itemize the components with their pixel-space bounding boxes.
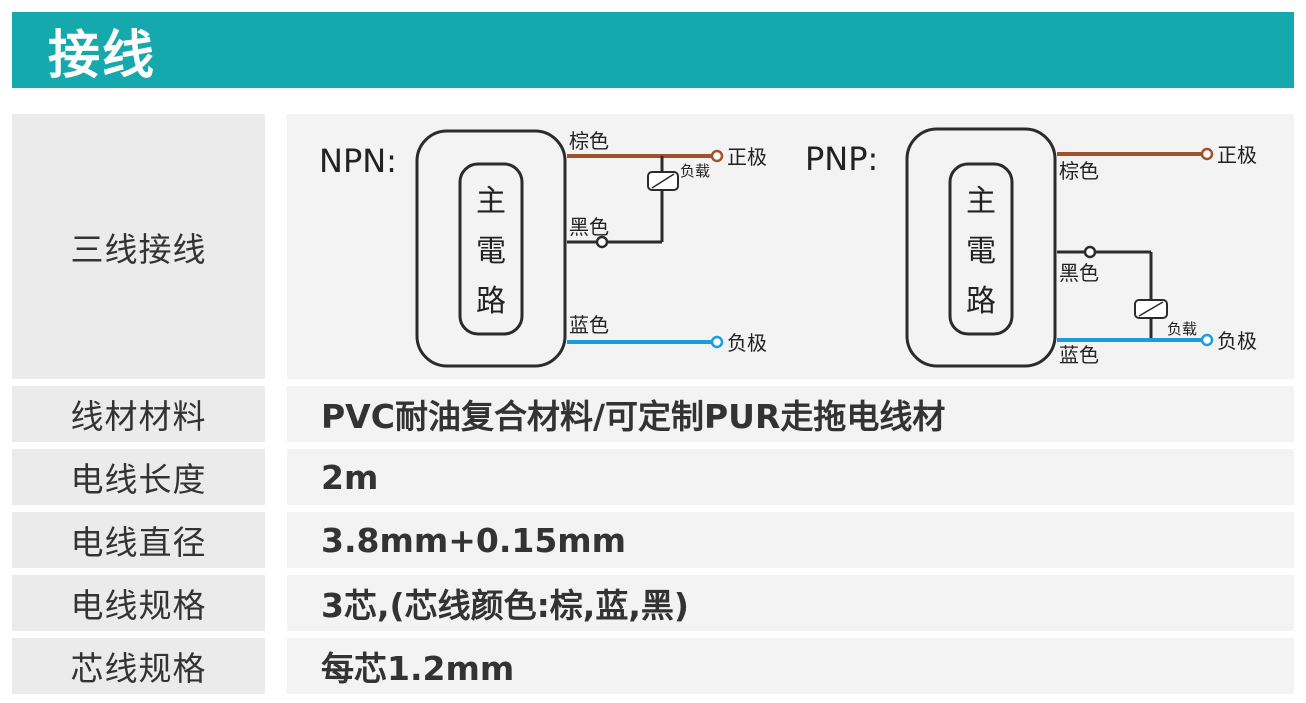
npn-load-label: 负载 bbox=[680, 162, 710, 180]
pnp-black-label: 黑色 bbox=[1059, 261, 1099, 285]
spec-value-diameter: 3.8mm+0.15mm bbox=[287, 512, 1294, 568]
npn-label: NPN: bbox=[319, 142, 397, 180]
header-bar: 接线 bbox=[12, 12, 1294, 88]
npn-negative-label: 负极 bbox=[727, 331, 767, 355]
pnp-circuit-char: 路 bbox=[966, 284, 996, 319]
spec-value-core-spec: 每芯1.2mm bbox=[287, 638, 1294, 694]
spec-label-wire-spec: 电线规格 bbox=[12, 575, 265, 631]
spec-value-length: 2m bbox=[287, 449, 1294, 505]
spec-label-length: 电线长度 bbox=[12, 449, 265, 505]
wiring-diagram-svg: NPN: 主 電 路 棕色 正极 负载 黑色 蓝色 负 bbox=[319, 127, 1257, 368]
spec-label-diameter: 电线直径 bbox=[12, 512, 265, 568]
wiring-label: 三线接线 bbox=[12, 114, 265, 379]
pnp-black-terminal bbox=[1083, 245, 1097, 259]
npn-circuit-char: 路 bbox=[476, 284, 506, 319]
npn-circuit-char: 電 bbox=[476, 234, 506, 269]
pnp-brown-label: 棕色 bbox=[1059, 159, 1099, 183]
page-title: 接线 bbox=[48, 25, 157, 86]
pnp-blue-label: 蓝色 bbox=[1059, 343, 1099, 367]
pnp-negative-terminal bbox=[1200, 333, 1214, 347]
npn-positive-terminal bbox=[710, 149, 724, 163]
pnp-circuit-char: 電 bbox=[966, 234, 996, 269]
npn-main-box bbox=[415, 129, 567, 368]
npn-circuit-char: 主 bbox=[476, 184, 506, 219]
spec-value-wire-spec: 3芯,(芯线颜色:棕,蓝,黑) bbox=[287, 575, 1294, 631]
npn-inner-box bbox=[458, 162, 524, 336]
npn-brown-label: 棕色 bbox=[569, 129, 609, 153]
pnp-positive-label: 正极 bbox=[1217, 143, 1257, 167]
pnp-circuit-char: 主 bbox=[966, 184, 996, 219]
wiring-diagram: NPN: 主 電 路 棕色 正极 负载 黑色 蓝色 负 bbox=[287, 114, 1294, 379]
spec-label-material: 线材材料 bbox=[12, 386, 265, 442]
npn-load-symbol bbox=[651, 173, 675, 189]
pnp-positive-terminal bbox=[1200, 147, 1214, 161]
pnp-load-label: 负载 bbox=[1167, 320, 1197, 338]
pnp-inner-box bbox=[948, 162, 1014, 336]
pnp-label: PNP: bbox=[805, 140, 878, 178]
spec-label-core-spec: 芯线规格 bbox=[12, 638, 265, 694]
npn-blue-label: 蓝色 bbox=[569, 313, 609, 337]
npn-negative-terminal bbox=[710, 335, 724, 349]
pnp-load-symbol bbox=[1138, 301, 1164, 317]
pnp-diagram: PNP: 主 電 路 棕色 正极 黑色 负载 蓝色 负 bbox=[805, 127, 1257, 368]
npn-diagram: NPN: 主 電 路 棕色 正极 负载 黑色 蓝色 负 bbox=[319, 129, 767, 368]
pnp-main-box bbox=[905, 127, 1057, 368]
pnp-negative-label: 负极 bbox=[1217, 329, 1257, 353]
npn-positive-label: 正极 bbox=[727, 145, 767, 169]
npn-black-label: 黑色 bbox=[569, 215, 609, 239]
spec-value-material: PVC耐油复合材料/可定制PUR走拖电线材 bbox=[287, 386, 1294, 442]
